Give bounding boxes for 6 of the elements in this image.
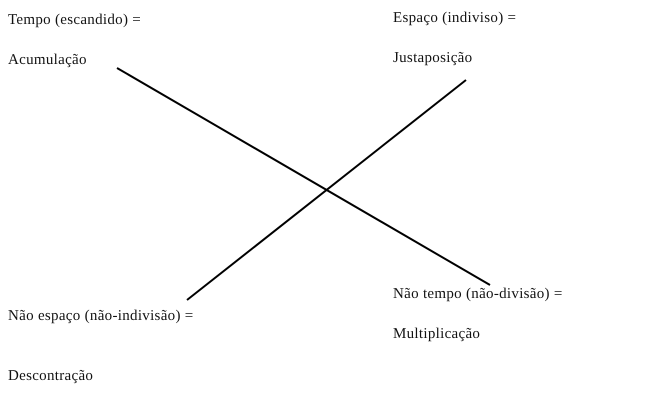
text-label: Espaço (indiviso) = Justaposição	[393, 0, 583, 78]
connector-line	[186, 79, 467, 301]
text-label: Não espaço (não-indivisão) = Descontração	[8, 286, 253, 406]
connector-line	[116, 67, 490, 286]
text-label: Não tempo (não-divisão) = Multiplicação	[393, 274, 643, 354]
text-label: Tempo (escandido) = Acumulação	[8, 0, 198, 80]
